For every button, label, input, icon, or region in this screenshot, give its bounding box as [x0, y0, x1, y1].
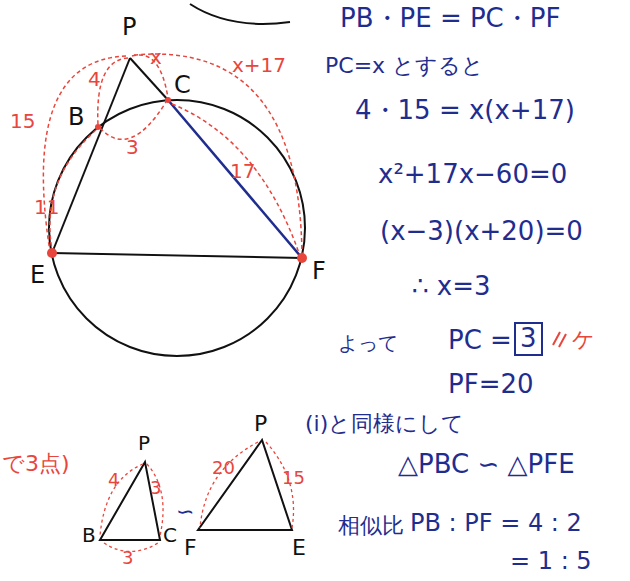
solution-text: x²+17x−60=0	[378, 160, 567, 189]
figure-label: E	[30, 262, 45, 288]
figure-label: 11	[34, 196, 59, 218]
figure-label: 3	[126, 136, 139, 158]
figure-label: 4	[108, 470, 119, 490]
solution-text: で3点)	[2, 452, 70, 476]
figure-label: 4	[88, 68, 101, 90]
solution-text: PC=x とすると	[325, 54, 484, 78]
figure-label: P	[138, 432, 150, 454]
figure-label: 20	[212, 458, 235, 478]
figure-label: x	[150, 46, 162, 68]
solution-text: (x−3)(x+20)=0	[380, 217, 583, 246]
solution-text: = 1 : 5	[510, 548, 592, 574]
figure-label: P	[122, 14, 136, 40]
figure-label: 3	[150, 478, 161, 498]
solution-text: PF=20	[448, 370, 534, 399]
solution-text: PB・PE = PC・PF	[340, 4, 560, 33]
solution-text: よって	[338, 332, 398, 354]
figure-label: F	[312, 258, 326, 284]
figure-label: 17	[230, 160, 255, 182]
figure-label: P	[254, 412, 267, 436]
figure-label: x+17	[232, 54, 286, 76]
solution-text: △PBC ∽ △PFE	[398, 450, 575, 479]
answer-box: 3	[514, 322, 543, 356]
figure-label: C	[163, 524, 177, 546]
solution-text: ∴ x=3	[412, 272, 491, 301]
solution-text: (i)と同様にして	[305, 412, 464, 436]
solution-text: 相似比	[338, 514, 404, 538]
figure-label: B	[82, 524, 96, 546]
figure-label: C	[174, 72, 191, 98]
solution-text: 4・15 = x(x+17)	[355, 96, 575, 125]
figure-label: ∽	[176, 500, 194, 524]
figure-label: 3	[122, 548, 133, 568]
answer-text: 3	[520, 324, 537, 354]
solution-text: ケ	[572, 328, 595, 352]
figure-label: E	[292, 536, 306, 560]
figure-label: 15	[282, 468, 305, 488]
figure-label: F	[184, 536, 197, 560]
figure-label: 15	[10, 110, 35, 132]
solution-text: PB : PF = 4 : 2	[410, 510, 582, 536]
figure-label: B	[68, 104, 84, 130]
solution-text: PC =	[448, 326, 512, 355]
